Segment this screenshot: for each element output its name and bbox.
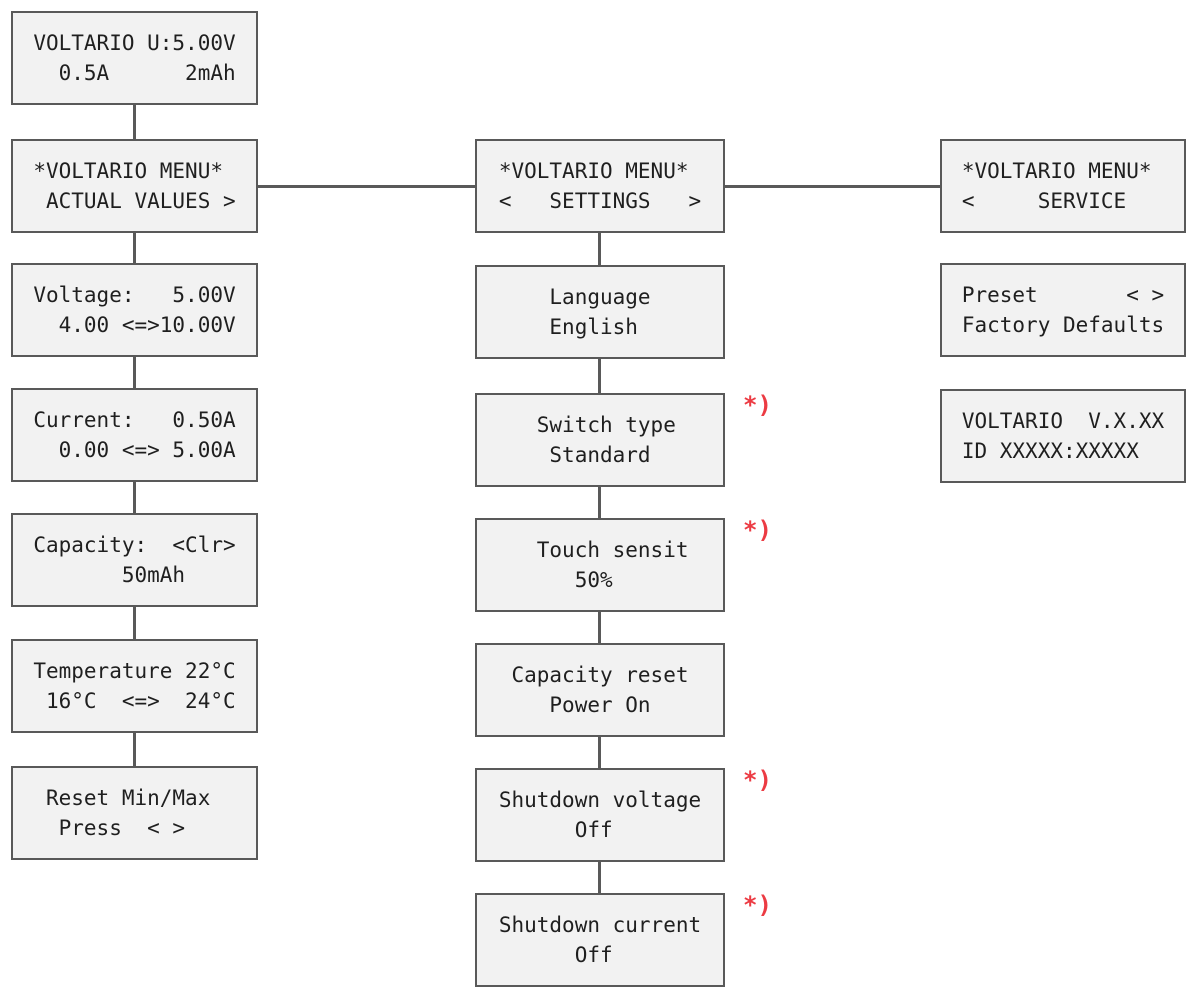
footnote-marker-shutdown-voltage: *) [743, 766, 772, 794]
connector-capacity-to-temperature [133, 607, 136, 639]
lcd-line-1: *VOLTARIO MENU* [33, 159, 236, 183]
lcd-line-1: Capacity reset [498, 663, 702, 687]
connector-settings-to-service [725, 185, 940, 188]
lcd-line-2: 0.00 <=> 5.00A [33, 438, 236, 462]
lcd-screen-capacity: Capacity: <Clr> 50mAh [11, 513, 258, 607]
connector-language-to-switch-type [598, 359, 601, 393]
lcd-line-2: < SERVICE [961, 189, 1165, 213]
lcd-screen-reset-min-max: Reset Min/Max Press < > [11, 766, 258, 860]
lcd-line-1: VOLTARIO U:5.00V [33, 31, 236, 55]
lcd-line-1: Voltage: 5.00V [33, 283, 236, 307]
lcd-line-1: *VOLTARIO MENU* [498, 159, 702, 183]
connector-menu-to-voltage [133, 233, 136, 263]
connector-main-to-menu [133, 105, 136, 139]
lcd-screen-voltage: Voltage: 5.00V 4.00 <=>10.00V [11, 263, 258, 357]
lcd-screen-temperature: Temperature 22°C 16°C <=> 24°C [11, 639, 258, 733]
lcd-line-1: Shutdown current [498, 913, 702, 937]
lcd-screen-touch-sensitivity: Touch sensit 50% [475, 518, 725, 612]
lcd-line-2: 0.5A 2mAh [33, 61, 236, 85]
footnote-marker-shutdown-current: *) [743, 891, 772, 919]
lcd-line-1: Language [498, 285, 702, 309]
lcd-line-2: ID XXXXX:XXXXX [961, 439, 1165, 463]
lcd-line-1: Switch type [498, 413, 702, 437]
lcd-line-2: ACTUAL VALUES > [33, 189, 236, 213]
lcd-line-2: Power On [498, 693, 702, 717]
lcd-line-2: Off [498, 943, 702, 967]
connector-switch-type-to-touch [598, 487, 601, 518]
lcd-screen-current: Current: 0.50A 0.00 <=> 5.00A [11, 388, 258, 482]
lcd-screen-capacity-reset: Capacity reset Power On [475, 643, 725, 737]
lcd-screen-preset-defaults: Preset < > Factory Defaults [940, 263, 1186, 357]
lcd-line-2: 50mAh [33, 563, 236, 587]
lcd-line-2: English [498, 315, 702, 339]
connector-settings-to-language [598, 233, 601, 265]
lcd-screen-menu-actual-values: *VOLTARIO MENU* ACTUAL VALUES > [11, 139, 258, 233]
lcd-screen-switch-type: Switch type Standard [475, 393, 725, 487]
connector-touch-to-capacity-reset [598, 612, 601, 643]
connector-actual-values-to-settings [258, 185, 475, 188]
lcd-line-1: Temperature 22°C [33, 659, 236, 683]
lcd-line-2: Press < > [33, 816, 236, 840]
footnote-marker-switch-type: *) [743, 391, 772, 419]
lcd-screen-language: Language English [475, 265, 725, 359]
lcd-line-1: Touch sensit [498, 538, 702, 562]
connector-voltage-to-current [133, 357, 136, 388]
connector-temperature-to-reset [133, 733, 136, 766]
lcd-line-2: Factory Defaults [961, 313, 1165, 337]
footnote-marker-touch-sensitivity: *) [743, 516, 772, 544]
lcd-screen-menu-settings: *VOLTARIO MENU* < SETTINGS > [475, 139, 725, 233]
lcd-screen-menu-service: *VOLTARIO MENU* < SERVICE [940, 139, 1186, 233]
connector-shutdown-voltage-to-shutdown-current [598, 862, 601, 893]
lcd-line-2: Standard [498, 443, 702, 467]
lcd-line-2: 50% [498, 568, 702, 592]
connector-capacity-reset-to-shutdown-voltage [598, 737, 601, 768]
lcd-line-1: Current: 0.50A [33, 408, 236, 432]
lcd-line-1: Capacity: <Clr> [33, 533, 236, 557]
connector-current-to-capacity [133, 482, 136, 513]
lcd-line-1: Preset < > [961, 283, 1165, 307]
lcd-screen-shutdown-voltage: Shutdown voltage Off [475, 768, 725, 862]
lcd-screen-shutdown-current: Shutdown current Off [475, 893, 725, 987]
lcd-line-1: Reset Min/Max [33, 786, 236, 810]
lcd-line-2: Off [498, 818, 702, 842]
lcd-line-2: 4.00 <=>10.00V [33, 313, 236, 337]
lcd-line-2: 16°C <=> 24°C [33, 689, 236, 713]
lcd-line-1: VOLTARIO V.X.XX [961, 409, 1165, 433]
lcd-line-2: < SETTINGS > [498, 189, 702, 213]
lcd-screen-version-id: VOLTARIO V.X.XX ID XXXXX:XXXXX [940, 389, 1186, 483]
lcd-line-1: *VOLTARIO MENU* [961, 159, 1165, 183]
lcd-screen-main: VOLTARIO U:5.00V 0.5A 2mAh [11, 11, 258, 105]
lcd-line-1: Shutdown voltage [498, 788, 702, 812]
